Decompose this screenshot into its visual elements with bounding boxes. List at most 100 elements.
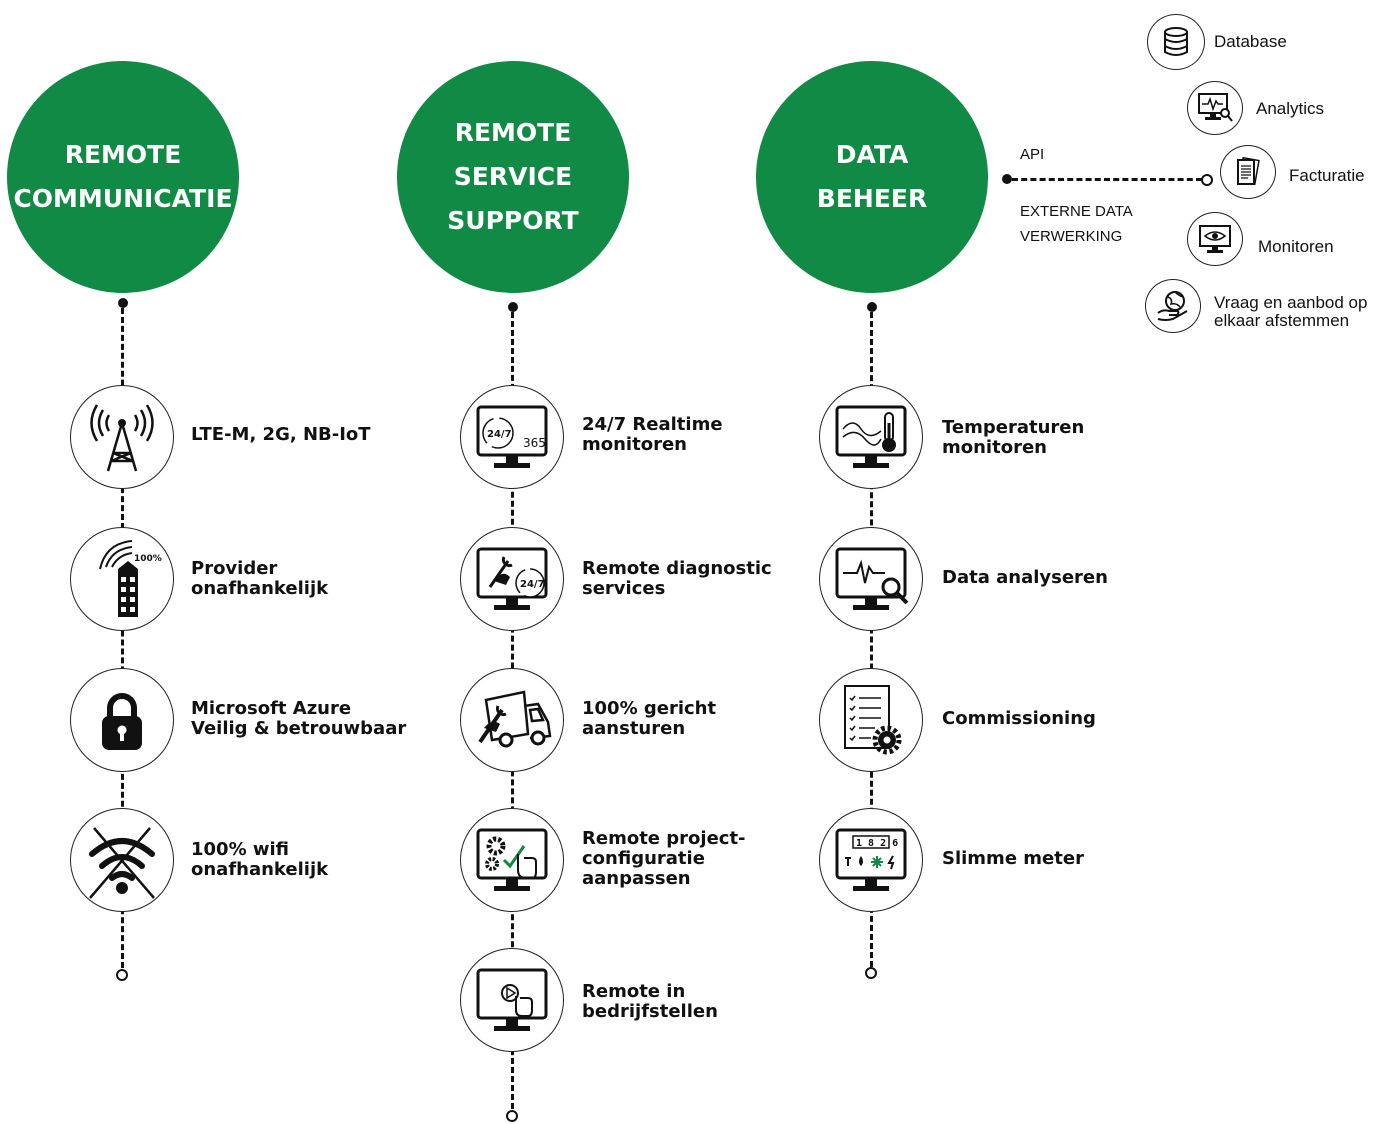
- app-label-line: Facturatie: [1289, 166, 1365, 185]
- monitor-play-icon: [476, 968, 548, 1031]
- app-label: Monitoren: [1258, 238, 1334, 256]
- node-monitor-play: [460, 948, 564, 1052]
- item-label: Microsoft Azure Veilig & betrouwbaar: [191, 699, 406, 739]
- connector-start-dot: [867, 302, 877, 312]
- app-label: Vraag en aanbod op elkaar afstemmen: [1214, 294, 1367, 330]
- hub-title-line: SUPPORT: [447, 206, 579, 235]
- item-label-line: monitoren: [942, 437, 1047, 458]
- connector-end-ring: [506, 1110, 518, 1122]
- hub-title-line: BEHEER: [816, 184, 928, 213]
- monitor-wrench-icon: 24/7: [476, 547, 548, 610]
- item-label: Remote in bedrijfstellen: [582, 982, 718, 1022]
- node-smart-meter: 1 8 2 6: [819, 808, 923, 912]
- item-label-line: Veilig & betrouwbaar: [191, 718, 407, 739]
- building-signal-icon: 100%: [99, 540, 162, 617]
- item-label: Temperaturen monitoren: [942, 418, 1084, 458]
- connector-line: [121, 308, 124, 968]
- monitor-thermometer-icon: [835, 405, 907, 468]
- database-icon: [1164, 27, 1188, 56]
- hub-title-line: DATA: [835, 140, 909, 169]
- meter-digits: 1 8 2 6: [856, 838, 898, 849]
- node-truck-wrench: [460, 668, 564, 772]
- monitor-eye-icon: [1199, 225, 1231, 253]
- item-label-line: Commissioning: [942, 708, 1096, 729]
- app-label: Analytics: [1256, 100, 1324, 118]
- item-label: Provider onafhankelijk: [191, 559, 328, 599]
- item-label-line: services: [582, 578, 666, 599]
- api-connector-line: [1012, 178, 1202, 181]
- app-label: Facturatie: [1289, 167, 1365, 185]
- node-padlock: [70, 668, 174, 772]
- item-label-line: Provider: [191, 558, 278, 579]
- hub-title-line: REMOTE: [454, 118, 572, 147]
- node-cell-tower: [70, 385, 174, 489]
- hand-globe-icon: [1157, 291, 1188, 321]
- badge-text: 365: [523, 436, 546, 450]
- item-label-line: Remote in: [582, 981, 686, 1002]
- connector-end-ring: [865, 967, 877, 979]
- badge-text: 100%: [134, 554, 162, 564]
- node-monitor-247: 24/7 365: [460, 385, 564, 489]
- item-label: 100% gericht aansturen: [582, 699, 716, 739]
- hub-title: DATA BEHEER: [817, 133, 927, 221]
- app-label-line: Analytics: [1256, 99, 1325, 118]
- truck-wrench-icon: [478, 690, 552, 748]
- item-label: Remote diagnostic services: [582, 559, 772, 599]
- item-label-line: Remote diagnostic: [582, 558, 772, 579]
- monitor-config-icon: [476, 828, 548, 891]
- item-label: LTE-M, 2G, NB-IoT: [191, 425, 371, 445]
- padlock-icon: [102, 693, 142, 750]
- item-label-line: Temperaturen: [942, 417, 1085, 438]
- node-monitor-wrench: 24/7: [460, 527, 564, 631]
- hub-title-line: SERVICE: [453, 162, 573, 191]
- node-monitor-thermometer: [819, 385, 923, 489]
- hub-remote-communicatie: REMOTE COMMUNICATIE: [7, 61, 239, 293]
- cell-tower-icon: [90, 404, 154, 472]
- checklist-gear-icon: [844, 685, 902, 755]
- item-label-line: monitoren: [582, 434, 687, 455]
- app-label-line: Vraag en aanbod op: [1214, 293, 1368, 312]
- analytics-monitor-icon: [1198, 93, 1233, 122]
- api-sub-label-line: EXTERNE DATA: [1020, 203, 1133, 220]
- app-database: [1147, 14, 1205, 70]
- badge-text: 24/7: [520, 579, 545, 590]
- item-label-line: 24/7 Realtime: [582, 414, 723, 435]
- item-label-line: configuratie: [582, 848, 705, 869]
- hub-remote-service-support: REMOTE SERVICE SUPPORT: [397, 61, 629, 293]
- wifi-crossed-icon: [89, 827, 155, 899]
- app-vraag-aanbod: [1145, 279, 1201, 333]
- item-label-line: Slimme meter: [942, 848, 1084, 869]
- connector-start-dot: [508, 302, 518, 312]
- item-label-line: Microsoft Azure: [191, 698, 352, 719]
- item-label-line: LTE-M, 2G, NB-IoT: [191, 424, 371, 445]
- app-analytics: [1187, 81, 1243, 135]
- item-label-line: Remote project-: [582, 828, 746, 849]
- app-label-line: Monitoren: [1258, 237, 1334, 256]
- item-label-line: onafhankelijk: [191, 578, 329, 599]
- node-checklist-gear: [819, 668, 923, 772]
- app-label: Database: [1214, 33, 1287, 51]
- api-start-dot: [1002, 174, 1012, 184]
- monitor-analytics-icon: [835, 547, 909, 610]
- node-wifi-crossed: [70, 808, 174, 912]
- item-label-line: 100% wifi: [191, 839, 290, 860]
- api-label: API: [1020, 146, 1045, 163]
- api-end-ring: [1201, 174, 1213, 186]
- smart-meter-icon: 1 8 2 6: [835, 828, 907, 891]
- item-label: Commissioning: [942, 709, 1096, 729]
- hub-title-line: REMOTE: [64, 140, 182, 169]
- api-sub-label-line: VERWERKING: [1020, 228, 1123, 245]
- invoice-icon: [1237, 156, 1260, 186]
- app-label-line: elkaar afstemmen: [1214, 311, 1350, 330]
- item-label: Remote project- configuratie aanpassen: [582, 829, 746, 889]
- node-building-signal: 100%: [70, 527, 174, 631]
- hub-title-line: COMMUNICATIE: [13, 184, 233, 213]
- item-label-line: aanpassen: [582, 868, 691, 889]
- item-label-line: onafhankelijk: [191, 859, 329, 880]
- app-label-line: Database: [1214, 32, 1287, 51]
- connector-line: [870, 312, 873, 967]
- api-sub-label: EXTERNE DATA VERWERKING: [1020, 199, 1133, 249]
- monitor-247-icon: 24/7 365: [476, 405, 548, 468]
- app-facturatie: [1220, 145, 1276, 199]
- connector-end-ring: [116, 969, 128, 981]
